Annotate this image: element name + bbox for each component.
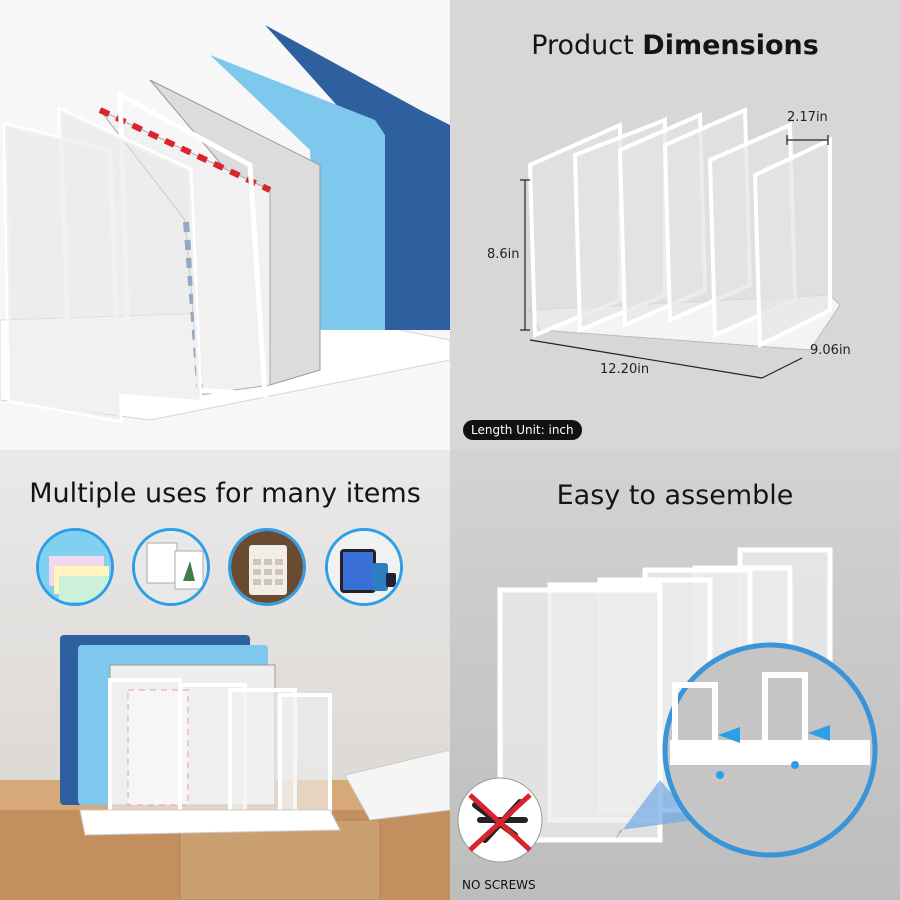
length-unit-badge: Length Unit: inch	[463, 420, 582, 440]
no-screws-label: NO SCREWS	[462, 878, 536, 892]
assembly-illustration	[457, 547, 878, 863]
multiple-uses-panel: Multiple uses for many items	[0, 450, 450, 900]
width-label: 2.17in	[787, 110, 828, 125]
tablet-icon	[325, 528, 403, 606]
folders-icon	[36, 528, 114, 606]
assemble-panel: Easy to assemble	[450, 450, 900, 900]
length-label: 12.20in	[600, 362, 650, 377]
calculator-icon	[228, 528, 306, 606]
light-blue-folder	[210, 55, 385, 330]
uses-title: Multiple uses for many items	[29, 478, 421, 509]
desk-scene-illustration	[0, 635, 450, 900]
arrow-left-icon	[718, 727, 740, 743]
depth-label: 9.06in	[810, 343, 851, 358]
organizer-with-files-panel	[0, 0, 450, 450]
assemble-title: Easy to assemble	[556, 480, 794, 511]
organizer-with-files-illustration	[0, 25, 450, 424]
dimensions-diagram	[520, 106, 841, 379]
dimensions-panel: Product Dimensions	[450, 0, 900, 450]
dark-blue-folder	[265, 25, 450, 330]
photos-icon	[132, 528, 210, 606]
dimensions-title: Product Dimensions	[531, 30, 819, 61]
arrow-left-icon-2	[808, 725, 830, 741]
height-label: 8.6in	[487, 247, 520, 262]
